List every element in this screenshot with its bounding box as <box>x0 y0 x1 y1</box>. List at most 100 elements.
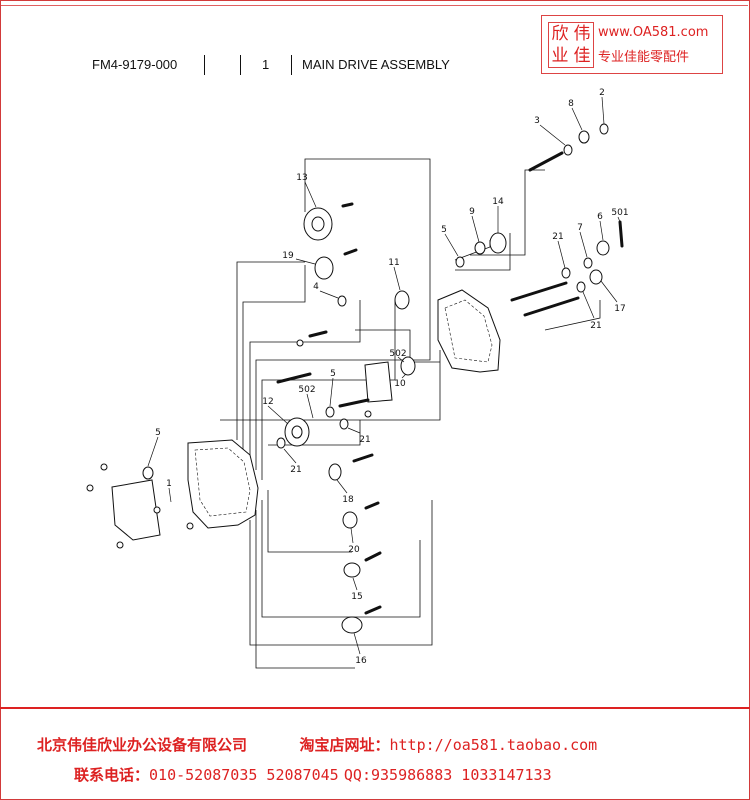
callout-label: 5 <box>155 428 161 438</box>
gear-14 <box>489 232 507 254</box>
header-separator <box>240 55 241 75</box>
contact-label: 联系电话： <box>74 766 150 784</box>
gear-19 <box>314 256 334 280</box>
footer-line-company: 北京伟佳欣业办公设备有限公司 淘宝店网址：http://oa581.taobao… <box>37 734 597 755</box>
bushing-6 <box>596 240 610 256</box>
callout-labels: 2 3 8 13 9 14 5 6 501 7 21 19 11 4 17 21… <box>155 88 628 666</box>
callout-label: 20 <box>348 545 360 555</box>
ring-4 <box>337 295 347 307</box>
qq-numbers: QQ:935986883 1033147133 <box>343 766 552 784</box>
logo-char: 伟 <box>573 24 591 44</box>
gear-17 <box>589 269 603 285</box>
callout-label: 502 <box>298 385 315 395</box>
screw <box>116 541 124 549</box>
gear-13-hub <box>311 216 325 232</box>
collar-7 <box>583 257 593 269</box>
bearings-and-rings <box>142 144 586 480</box>
ring-3 <box>563 144 573 156</box>
screw <box>153 506 161 514</box>
phone-numbers: 010-52087035 52087045 <box>149 766 339 784</box>
screw <box>86 484 94 492</box>
callout-label: 5 <box>330 369 336 379</box>
gears <box>284 123 610 634</box>
callout-label: 13 <box>296 173 307 183</box>
ring-5-left <box>142 466 154 480</box>
gear-16 <box>341 616 363 634</box>
leader-lines <box>147 96 621 655</box>
pin <box>352 453 374 463</box>
right-side-plate <box>437 289 501 373</box>
collar-9 <box>474 241 486 255</box>
header-separator <box>291 55 292 75</box>
screw <box>296 339 304 347</box>
callout-label: 21 <box>590 321 601 331</box>
callout-label: 2 <box>599 88 605 98</box>
screw <box>100 463 108 471</box>
callout-label: 12 <box>262 397 273 407</box>
callout-label: 501 <box>611 208 628 218</box>
callout-label: 21 <box>552 232 563 242</box>
company-name: 北京伟佳欣业办公设备有限公司 <box>37 736 248 754</box>
logo-slogan: 专业佳能零配件 <box>598 50 690 65</box>
callout-label: 19 <box>282 251 294 261</box>
screw <box>364 410 372 418</box>
pin <box>308 330 328 338</box>
top-rule <box>1 5 748 6</box>
shaft-center-left <box>276 372 312 384</box>
shop-url-link[interactable]: http://oa581.taobao.com <box>389 736 598 754</box>
logo-mark: 欣 伟 业 佳 <box>548 22 594 68</box>
callout-label: 6 <box>597 212 603 222</box>
callout-label: 4 <box>313 282 319 292</box>
callout-label: 10 <box>394 379 406 389</box>
callout-label: 502 <box>389 349 406 359</box>
logo-url: www.OA581.com <box>598 25 709 40</box>
callout-label: 11 <box>388 258 399 268</box>
shaft-3 <box>528 151 564 172</box>
pin <box>364 501 380 510</box>
pin <box>343 248 358 256</box>
gear-11 <box>394 290 410 310</box>
ring-21-right-top <box>561 267 571 279</box>
figure-title: MAIN DRIVE ASSEMBLY <box>302 57 450 72</box>
shaft-upper-right <box>510 281 568 302</box>
callout-label: 7 <box>577 223 583 233</box>
figure-number: 1 <box>262 57 270 72</box>
gear-15 <box>343 562 361 578</box>
footer-rule <box>0 707 750 709</box>
pin <box>364 551 382 562</box>
callout-label: 21 <box>359 435 370 445</box>
logo-char: 欣 <box>551 24 569 44</box>
gear-20 <box>342 511 358 529</box>
exploded-parts-diagram: 2 3 8 13 9 14 5 6 501 7 21 19 11 4 17 21… <box>86 88 629 669</box>
shaft-center <box>338 398 370 408</box>
shop-label: 淘宝店网址： <box>299 736 390 754</box>
callout-label: 1 <box>166 479 172 489</box>
callout-label: 5 <box>441 225 447 235</box>
logo-char: 佳 <box>573 46 591 66</box>
collar-2 <box>599 123 609 135</box>
pin <box>341 202 354 208</box>
callout-label: 21 <box>290 465 301 475</box>
left-side-plate <box>187 439 259 529</box>
main-drive-parts <box>86 123 624 634</box>
screw <box>186 522 194 530</box>
ring-21-left <box>276 437 286 449</box>
ring-5-center <box>325 406 335 418</box>
gear-10 <box>400 356 416 376</box>
callout-label: 3 <box>534 116 540 126</box>
left-cover-plate <box>111 479 161 541</box>
callout-label: 16 <box>355 656 367 666</box>
pin-501 <box>618 220 624 248</box>
shafts-and-pins <box>276 151 624 615</box>
footer-line-contact: 联系电话：010-52087035 52087045 QQ:935986883 … <box>74 764 552 785</box>
center-bracket <box>364 361 393 403</box>
left-plate-detail <box>194 447 251 517</box>
callout-label: 14 <box>492 197 504 207</box>
right-plate-detail <box>444 299 493 363</box>
ring-21-center <box>339 418 349 430</box>
callout-label: 18 <box>342 495 354 505</box>
gear-18 <box>328 463 342 481</box>
shop-logo: 欣 伟 业 佳 www.OA581.com 专业佳能零配件 <box>541 15 723 74</box>
shaft-lower-right <box>523 296 580 317</box>
reference-frame-lines <box>220 158 601 669</box>
